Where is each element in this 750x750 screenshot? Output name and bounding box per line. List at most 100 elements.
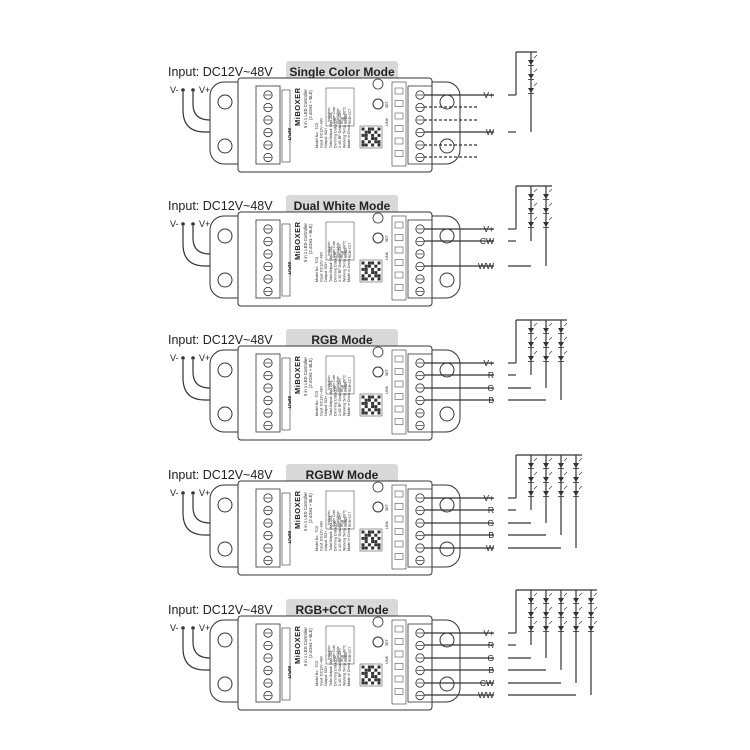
indication-table (325, 87, 355, 127)
spec-line: Model No.: TC5 (315, 391, 319, 416)
input-terminal-screw (263, 140, 273, 150)
input-header-strip (281, 627, 291, 701)
spec-line: Total Output: Max.20A (329, 515, 333, 551)
output-wiring: V+RGBW (424, 493, 561, 553)
qr-module (364, 411, 368, 415)
input-terminal-screw (263, 395, 273, 406)
spec-line: Total Output: Max.20A (329, 246, 333, 282)
output-terminal-block (407, 219, 433, 299)
indication-table-row: Dual White (336, 646, 340, 662)
led-emit-arrow (533, 216, 538, 221)
led-emit-arrow (533, 350, 538, 355)
indication-table-row: RGB+CCT (348, 512, 352, 527)
spec-line: Total Output: Max.20A (329, 380, 333, 416)
led-diode (573, 463, 579, 468)
led-diode (528, 328, 534, 333)
led-emit-arrow (533, 54, 538, 59)
qr-module (367, 543, 371, 547)
led-emit-arrow (593, 592, 598, 597)
qr-module (361, 681, 365, 685)
qr-module (374, 408, 378, 412)
output-terminal-block (407, 85, 433, 165)
led-diode (543, 598, 549, 603)
spec-line: Model No.: TC5 (315, 661, 319, 686)
indication-table-header: Indication (327, 375, 331, 390)
indication-table-row: RGB+CCT (348, 243, 352, 258)
mount-hole-right-bottom (439, 138, 455, 154)
led-diode (528, 342, 534, 347)
indication-table-row: Dual White (336, 242, 340, 258)
qr-module (364, 540, 368, 544)
indication-table-header: Indication (327, 645, 331, 660)
led-diode (528, 222, 534, 227)
spec-line: Made in China (347, 259, 351, 282)
input-header-strip (281, 223, 291, 297)
qr-module (367, 395, 371, 399)
input-terminal-screw (263, 152, 273, 163)
positive-wire-dot (191, 626, 195, 630)
output-pin-label (394, 112, 404, 120)
led-diode (528, 208, 534, 213)
qr-module (367, 140, 371, 144)
input-terminal-screw (263, 678, 273, 688)
output-pin-label (394, 650, 404, 658)
qr-module (371, 681, 375, 685)
spec-line: 2.4G RF Distance: 30m (338, 378, 342, 416)
spec-line: Input: DC12V~48V (320, 251, 324, 282)
spec-line: Input: DC12V~48V (320, 385, 324, 416)
output-terminal-screw (415, 286, 425, 297)
input-terminal-screw (263, 530, 273, 541)
qr-module (377, 143, 381, 147)
product-protocol: (2.4GHz + BLE) (308, 358, 313, 388)
qr-module (377, 395, 381, 399)
positive-terminal-label: V+ (199, 623, 210, 633)
input-terminal-screw (263, 628, 273, 638)
led-diode (528, 194, 534, 199)
qr-code (359, 259, 383, 283)
input-voltage-label: Input: DC12V~48V (168, 199, 273, 213)
spec-line: Dimming Distance (333, 253, 337, 282)
led-emit-arrow (578, 457, 583, 462)
led-emit-arrow (533, 188, 538, 193)
qr-module (367, 530, 371, 534)
input-terminal-screw (263, 690, 273, 701)
output-header-strip (391, 215, 407, 301)
qr-module (364, 681, 368, 685)
led-diode (558, 356, 564, 361)
wifi-logo-icon (372, 78, 384, 90)
output-header-strip (391, 349, 407, 435)
input-terminal-screw (263, 420, 273, 431)
led-emit-arrow (548, 606, 553, 611)
qr-module (371, 546, 375, 550)
qr-module (371, 261, 375, 265)
led-emit-arrow (563, 620, 568, 625)
input-terminal-screw (263, 115, 273, 125)
spec-line: Dimming Distance (333, 387, 337, 416)
qr-module (364, 533, 368, 537)
led-diode (543, 491, 549, 496)
output-pin-label (394, 87, 404, 95)
positive-terminal-label: V+ (199, 353, 210, 363)
output-pin-label (394, 271, 404, 279)
input-wire-negative (182, 630, 258, 671)
output-label: WW (478, 261, 494, 271)
indication-table-header: Indication (327, 241, 331, 256)
input-terminal-screw (263, 555, 273, 566)
indication-table-row: Single Color (332, 644, 336, 662)
spec-line: Working Temp.: -20~60°C (343, 644, 347, 686)
mount-hole-left-bottom (217, 138, 233, 154)
qr-module (361, 133, 365, 137)
led-emit-arrow (578, 471, 583, 476)
spec-line: Working Temp.: -20~60°C (343, 240, 347, 282)
qr-module (377, 277, 381, 281)
mount-hole-left-bottom (217, 272, 233, 288)
indication-table-header: Indication (327, 510, 331, 525)
led-diode (528, 88, 534, 93)
spec-line: Made in China (347, 528, 351, 551)
